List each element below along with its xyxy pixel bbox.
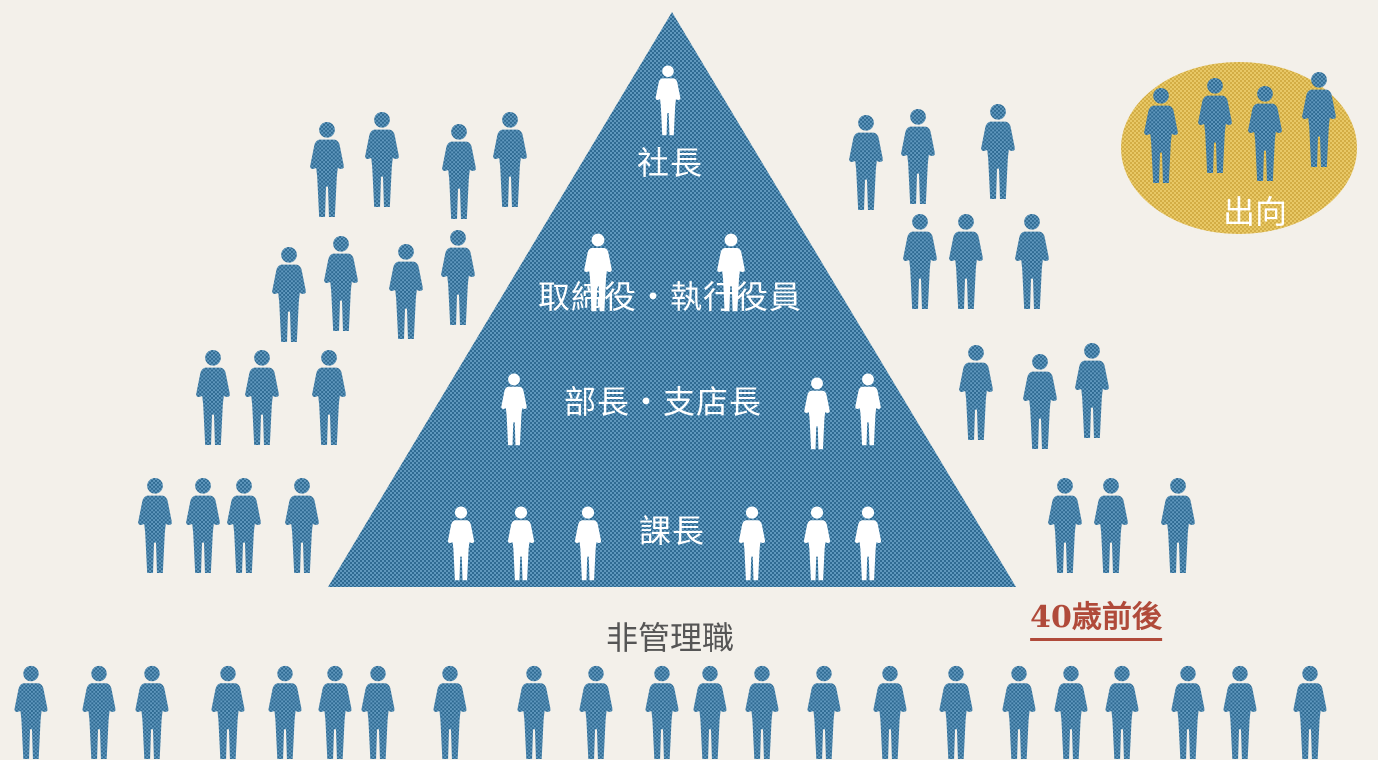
person-icon (1171, 665, 1205, 760)
person-icon (517, 665, 551, 760)
person-icon (268, 665, 302, 760)
person-icon (939, 665, 973, 760)
level-label-president: 社長 (636, 144, 704, 182)
person-icon (807, 665, 841, 760)
person-icon (745, 665, 779, 760)
person-icon (227, 477, 261, 574)
person-icon (1105, 665, 1139, 760)
person-icon (285, 477, 319, 574)
person-icon (1023, 353, 1057, 450)
person-icon (186, 477, 220, 574)
person-icon (1054, 665, 1088, 760)
person-icon (949, 213, 983, 310)
person-icon (14, 665, 48, 760)
person-icon (272, 246, 306, 343)
person-icon (1075, 342, 1109, 439)
person-icon (324, 235, 358, 332)
person-icon (135, 665, 169, 760)
secondment-circle (1121, 62, 1357, 234)
level-label-department-heads: 部長・支店長 (563, 383, 763, 421)
person-icon (493, 111, 527, 208)
non-management-label: 非管理職 (605, 619, 735, 657)
person-icon (1094, 477, 1128, 574)
person-icon (138, 477, 172, 574)
person-icon (442, 123, 476, 220)
secondment-label: 出向 (1222, 193, 1288, 231)
person-icon (1223, 665, 1257, 760)
person-icon (981, 103, 1015, 200)
person-icon (196, 349, 230, 446)
person-icon (245, 349, 279, 446)
person-icon (310, 121, 344, 218)
person-icon (693, 665, 727, 760)
person-icon (82, 665, 116, 760)
person-icon (318, 665, 352, 760)
person-icon (579, 665, 613, 760)
level-label-section-chiefs: 課長 (638, 512, 706, 550)
person-icon (959, 344, 993, 441)
person-icon (1293, 665, 1327, 760)
person-icon (1048, 477, 1082, 574)
person-icon (433, 665, 467, 760)
person-icon (1161, 477, 1195, 574)
person-icon (901, 108, 935, 205)
level-label-directors: 取締役・執行役員 (537, 278, 803, 316)
age-marker-label: 40歳前後 (1030, 592, 1162, 641)
person-icon (1015, 213, 1049, 310)
pyramid (328, 12, 1016, 587)
person-icon (365, 111, 399, 208)
person-icon (645, 665, 679, 760)
person-icon (312, 349, 346, 446)
person-icon (441, 229, 475, 326)
person-icon (211, 665, 245, 760)
person-icon (873, 665, 907, 760)
person-icon (1002, 665, 1036, 760)
person-icon (849, 114, 883, 211)
person-icon (389, 243, 423, 340)
person-icon (361, 665, 395, 760)
person-icon (903, 213, 937, 310)
